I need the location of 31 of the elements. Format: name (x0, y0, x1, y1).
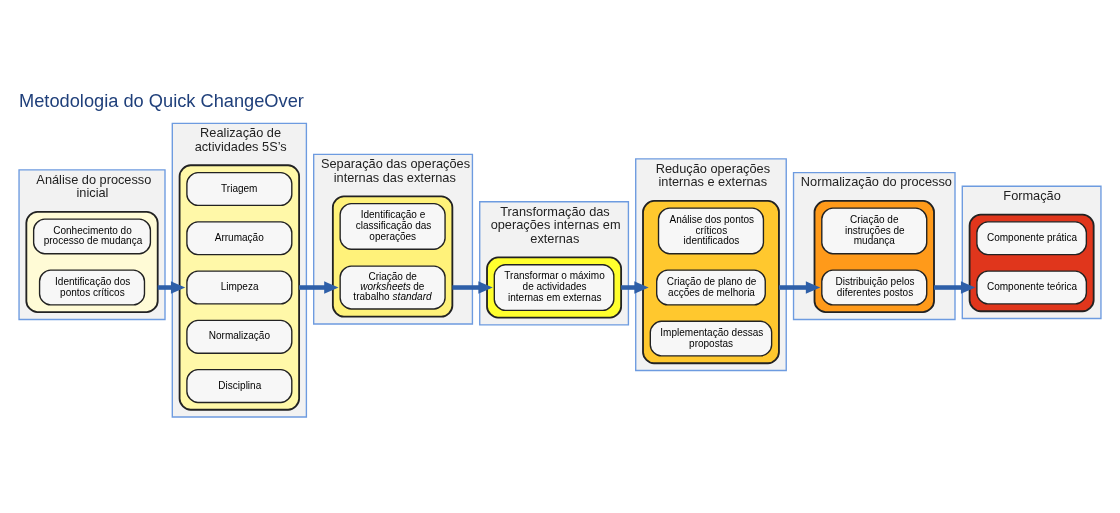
arrow (299, 281, 339, 294)
cluster (331, 195, 454, 318)
node-box: Criação de instruções de mudança (821, 207, 928, 255)
cluster (968, 213, 1095, 313)
cluster (642, 199, 780, 365)
node-box: Identificação dos pontos críticos (38, 269, 146, 306)
diagram-title: Metodologia do Quick ChangeOver (19, 89, 304, 111)
node-box: Normalização (186, 319, 293, 354)
node-box: Transformar o máximo de actividades internas em externas (493, 264, 615, 311)
node-box: Disciplina (186, 368, 293, 404)
arrow (778, 281, 821, 294)
cluster (486, 256, 623, 319)
cluster (178, 164, 300, 411)
node-box: Limpeza (186, 270, 293, 305)
node-box: Triagem (186, 171, 293, 207)
node-box: Componente teórica (976, 270, 1088, 305)
node-box: Distribuição pelos diferentes postos (821, 269, 928, 306)
arrow (934, 281, 976, 294)
arrow (157, 281, 186, 294)
node-box: Identificação e classificação das operações (339, 202, 446, 250)
node-box: Criação de worksheets de trabalho standard (339, 265, 446, 310)
node-box: Implementação dessas propostas (649, 320, 773, 357)
node-box: Conhecimento do processo de mudança (32, 218, 152, 255)
node-box: Arrumação (186, 221, 293, 256)
cluster (25, 210, 159, 314)
node-box: Análise dos pontos críticos identificados (657, 207, 765, 255)
arrow (452, 281, 493, 294)
arrow (621, 281, 649, 294)
cluster (813, 199, 935, 314)
node-box: Componente prática (976, 221, 1088, 256)
node-box: Criação de plano de acções de melhoria (656, 269, 766, 306)
